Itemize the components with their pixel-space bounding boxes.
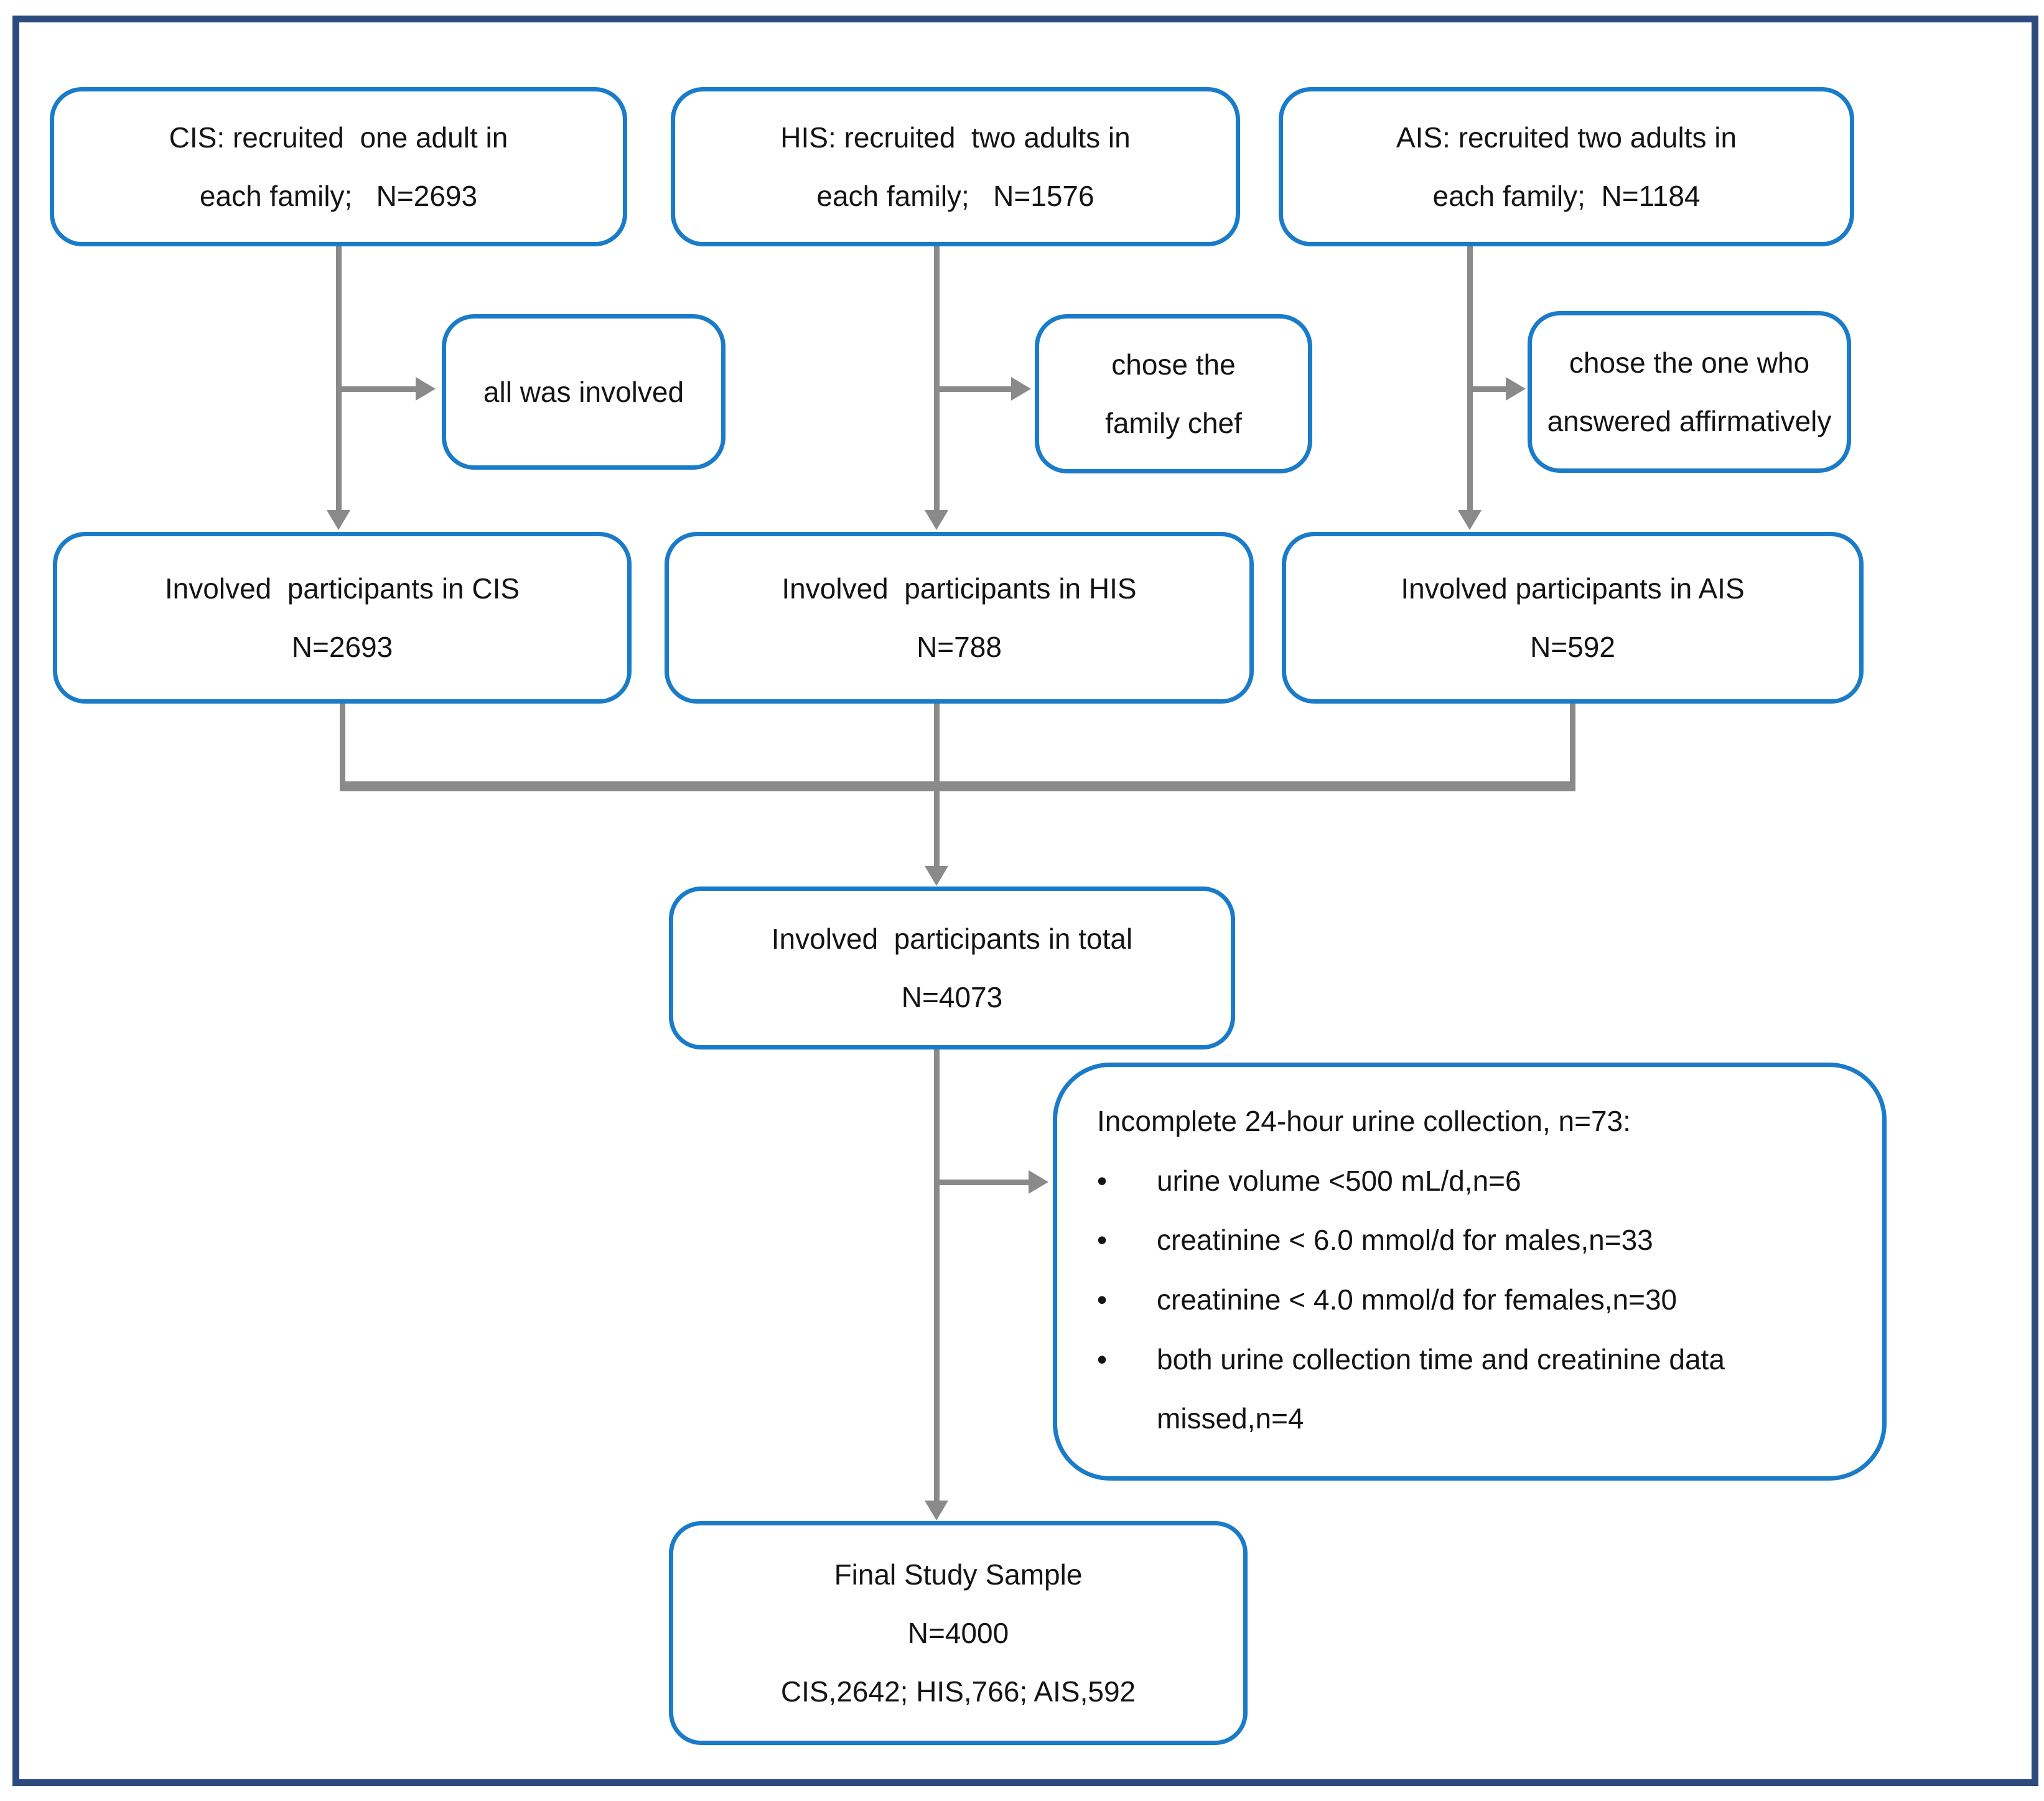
box-text-line: Involved participants in AIS xyxy=(1401,572,1745,605)
bullet-dot-icon: • xyxy=(1097,1164,1108,1197)
exclusion-bullet-text: both urine collection time and creatinin… xyxy=(1157,1343,1733,1435)
box-text-line: AIS: recruited two adults in xyxy=(1396,121,1737,154)
connector-cis-branch xyxy=(338,386,417,392)
note-his-family-chef: chose the family chef xyxy=(1035,314,1312,473)
note-text-line: all was involved xyxy=(483,375,684,408)
box-his-involved: Involved participants in HIS N=788 xyxy=(665,532,1254,704)
connector-merge-horizontal xyxy=(340,781,1575,791)
connector-cis2-down xyxy=(340,704,345,782)
box-exclusion-criteria: Incomplete 24-hour urine collection, n=7… xyxy=(1053,1063,1887,1481)
note-cis-all-involved: all was involved xyxy=(442,314,726,470)
box-text-line: each family; N=2693 xyxy=(199,180,478,212)
bullet-dot-icon: • xyxy=(1097,1283,1108,1316)
connector-ais2-down xyxy=(1570,704,1575,782)
box-final-sample: Final Study Sample N=4000 CIS,2642; HIS,… xyxy=(669,1521,1248,1745)
arrowhead-ais-branch-icon xyxy=(1506,377,1526,401)
arrowhead-exclusion-icon xyxy=(1029,1170,1048,1194)
arrowhead-ais-down-icon xyxy=(1458,510,1482,530)
box-his-recruited: HIS: recruited two adults in each family… xyxy=(671,87,1240,246)
exclusion-bullet-row: • urine volume <500 mL/d,n=6 xyxy=(1097,1152,1857,1211)
box-cis-recruited: CIS: recruited one adult in each family;… xyxy=(50,87,627,246)
connector-ais-down xyxy=(1467,246,1473,510)
box-text-line: Involved participants in HIS xyxy=(782,572,1137,605)
box-text-line: N=592 xyxy=(1530,631,1615,663)
box-ais-involved: Involved participants in AIS N=592 xyxy=(1282,532,1864,704)
note-text-line: answered affirmatively xyxy=(1547,405,1832,437)
note-text-line: family chef xyxy=(1105,407,1242,439)
connector-cis-down xyxy=(336,246,342,510)
connector-merge-to-total xyxy=(934,704,940,867)
exclusion-bullet-row: • creatinine < 4.0 mmol/d for females,n=… xyxy=(1097,1270,1857,1330)
box-text-line: HIS: recruited two adults in xyxy=(780,121,1131,154)
exclusion-bullet-text: creatinine < 6.0 mmol/d for males,n=33 xyxy=(1157,1224,1653,1257)
box-total-involved: Involved participants in total N=4073 xyxy=(669,887,1235,1049)
arrowhead-his-down-icon xyxy=(925,510,948,530)
connector-total-to-final xyxy=(934,1049,940,1501)
box-text-line: each family; N=1184 xyxy=(1432,180,1701,212)
exclusion-bullet-text: creatinine < 4.0 mmol/d for females,n=30 xyxy=(1157,1283,1678,1316)
arrowhead-his-branch-icon xyxy=(1011,377,1031,401)
box-text-line: N=788 xyxy=(917,631,1002,663)
arrowhead-total-icon xyxy=(925,866,948,886)
box-text-line: Final Study Sample xyxy=(834,1558,1083,1591)
note-ais-affirmative: chose the one who answered affirmatively xyxy=(1528,311,1851,473)
arrowhead-cis-down-icon xyxy=(327,510,350,530)
box-text-line: CIS,2642; HIS,766; AIS,592 xyxy=(780,1675,1136,1708)
box-text-line: N=4000 xyxy=(907,1616,1009,1649)
note-text-line: chose the xyxy=(1111,348,1236,381)
diagram-frame xyxy=(12,16,2038,1786)
exclusion-title: Incomplete 24-hour urine collection, n=7… xyxy=(1097,1105,1631,1137)
box-text-line: N=2693 xyxy=(291,631,393,663)
exclusion-bullet-text: urine volume <500 mL/d,n=6 xyxy=(1157,1164,1521,1197)
exclusion-bullet-row: • creatinine < 6.0 mmol/d for males,n=33 xyxy=(1097,1211,1857,1270)
box-text-line: Involved participants in CIS xyxy=(164,572,520,605)
arrowhead-final-icon xyxy=(925,1501,948,1520)
box-text-line: each family; N=1576 xyxy=(816,180,1094,212)
bullet-dot-icon: • xyxy=(1097,1343,1108,1375)
bullet-dot-icon: • xyxy=(1097,1224,1108,1257)
box-text-line: N=4073 xyxy=(901,981,1003,1013)
arrowhead-cis-branch-icon xyxy=(416,377,436,401)
connector-his-down xyxy=(934,246,940,510)
connector-ais-branch xyxy=(1470,386,1507,392)
box-text-line: CIS: recruited one adult in xyxy=(169,121,508,154)
exclusion-bullet-row: • both urine collection time and creatin… xyxy=(1097,1330,1857,1449)
box-cis-involved: Involved participants in CIS N=2693 xyxy=(53,532,632,704)
connector-his-branch xyxy=(936,386,1012,392)
box-ais-recruited: AIS: recruited two adults in each family… xyxy=(1279,87,1854,246)
connector-exclusion-branch xyxy=(936,1180,1030,1185)
box-text-line: Involved participants in total xyxy=(771,922,1133,955)
note-text-line: chose the one who xyxy=(1569,346,1810,379)
